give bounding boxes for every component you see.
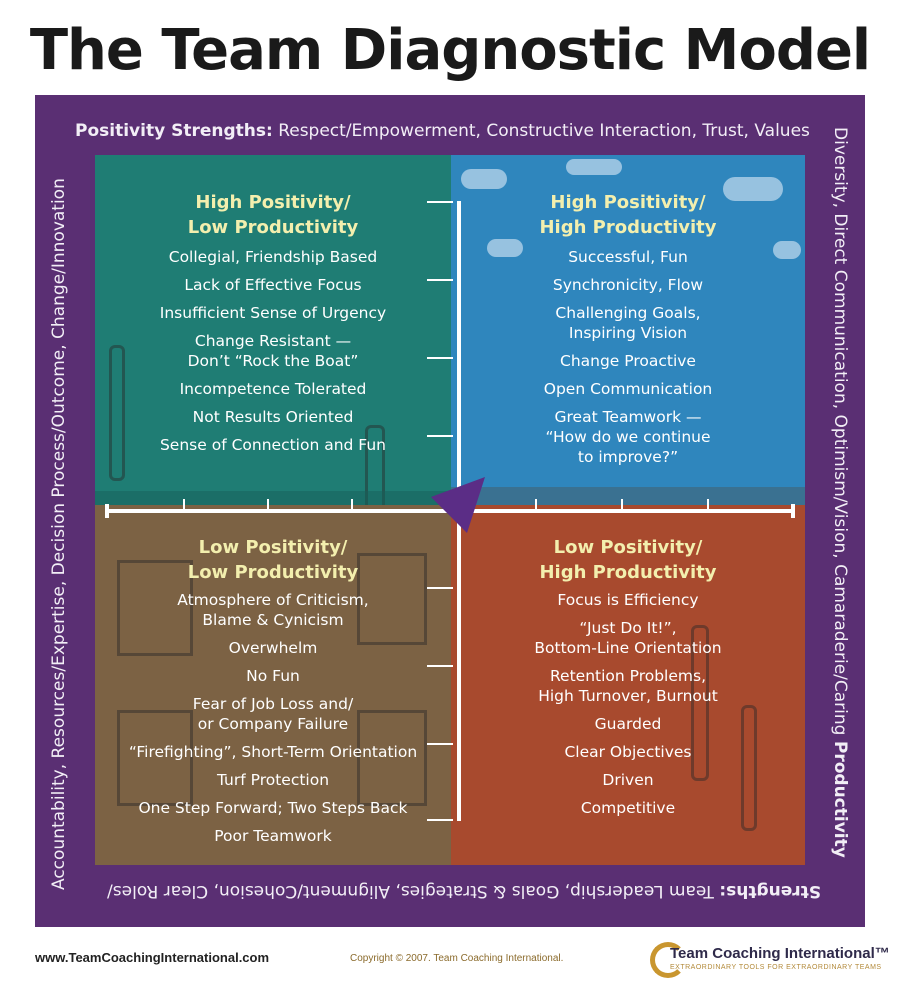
quadrant-item: Collegial, Friendship Based (168, 248, 378, 266)
axis-end-cap (791, 504, 795, 518)
axis-tick (427, 743, 453, 745)
axis-tick (427, 819, 453, 821)
quadrant-item: Competitive (580, 799, 676, 817)
quadrant-high-positivity-low-productivity: High Positivity/ Low Productivity Colleg… (95, 155, 451, 511)
window-frame-illustration (117, 560, 193, 656)
quadrant-item: Don’t “Rock the Boat” (187, 352, 359, 370)
edge-top-heading: Positivity Strengths: (75, 121, 273, 141)
quadrant-heading-line1: High Positivity/ (195, 192, 351, 213)
quadrant-item: Open Communication (543, 380, 713, 398)
axis-tick (427, 201, 453, 203)
cloud-shape (566, 159, 622, 175)
edge-label-top: Positivity Strengths: Respect/Empowermen… (75, 121, 810, 141)
quadrant-item: Change Proactive (560, 352, 696, 370)
quadrant-item: Challenging Goals, (555, 304, 701, 322)
axis-tick (427, 357, 453, 359)
logo-mark-icon (650, 942, 686, 978)
quadrant-item: Focus is Efficiency (557, 591, 699, 609)
quadrant-item: to improve?” (577, 448, 679, 466)
quadrant-heading-line1: High Positivity/ (550, 192, 706, 213)
axis-tick (427, 279, 453, 281)
quadrant-item: “How do we continue (545, 428, 711, 446)
quadrant-low-positivity-high-productivity: Low Positivity/ High Productivity Focus … (451, 505, 805, 865)
edge-left-text: Accountability, Resources/Expertise, Dec… (49, 178, 69, 890)
edge-bottom-text: Team Leadership, Goals & Strategies, Ali… (107, 881, 714, 901)
axis-tick (427, 587, 453, 589)
window-frame-illustration (357, 553, 427, 645)
quadrant-item: Incompetence Tolerated (179, 380, 367, 398)
edge-right-heading: Productivity (830, 740, 850, 858)
edge-label-bottom: Strengths: Team Leadership, Goals & Stra… (107, 881, 821, 901)
axis-tick (535, 499, 537, 513)
company-logo: Team Coaching International™ EXTRAORDINA… (650, 940, 890, 980)
quadrant-item: High Turnover, Burnout (538, 687, 718, 705)
logo-tagline: EXTRAORDINARY TOOLS FOR EXTRAORDINARY TE… (670, 964, 882, 971)
quadrant-item: Bottom-Line Orientation (534, 639, 722, 657)
quadrant-item: Synchronicity, Flow (552, 276, 704, 294)
quadrant-item: “Firefighting”, Short-Term Orientation (128, 743, 418, 761)
figure-illustration (691, 625, 709, 781)
window-frame-illustration (117, 710, 193, 806)
axis-tick (351, 499, 353, 513)
axis-end-cap (105, 504, 109, 518)
quadrant-item: Great Teamwork — (554, 408, 702, 426)
quadrant-heading-line2: High Productivity (539, 562, 717, 583)
quadrant-high-positivity-high-productivity: High Positivity/ High Productivity Succe… (451, 155, 805, 505)
quadrant-item: Retention Problems, (549, 667, 707, 685)
quadrant-item: Poor Teamwork (214, 827, 332, 845)
axis-tick (427, 665, 453, 667)
edge-bottom-heading: Strengths: (719, 881, 821, 901)
quadrant-item: Blame & Cynicism (202, 611, 344, 629)
axis-tick (707, 499, 709, 513)
cloud-shape (773, 241, 801, 259)
diagram-frame: Positivity Strengths: Respect/Empowermen… (35, 95, 865, 927)
cloud-shape (487, 239, 523, 257)
center-arrow-shape (431, 477, 485, 533)
quadrant-item: Sense of Connection and Fun (159, 436, 387, 454)
quadrant-item: or Company Failure (197, 715, 349, 733)
quadrant-heading-line2: High Productivity (539, 217, 717, 238)
quadrant-item: Fear of Job Loss and/ (192, 695, 354, 713)
quadrant-item: Change Resistant — (194, 332, 352, 350)
quadrant-item: One Step Forward; Two Steps Back (138, 799, 408, 817)
cloud-shape (723, 177, 783, 201)
logo-name: Team Coaching International™ (670, 945, 890, 962)
figure-illustration (741, 705, 757, 831)
quadrant-heading-line1: Low Positivity/ (553, 537, 703, 558)
quadrant-item: Successful, Fun (568, 248, 688, 266)
edge-right-text: Diversity, Direct Communication, Optimis… (830, 127, 850, 736)
edge-label-right: Diversity, Direct Communication, Optimis… (830, 127, 850, 858)
edge-top-text: Respect/Empowerment, Constructive Intera… (278, 121, 810, 141)
quadrant-item: No Fun (246, 667, 300, 685)
quadrant-heading-line2: Low Productivity (187, 217, 359, 238)
quadrant-item: Inspiring Vision (568, 324, 688, 342)
quadrant-item: Overwhelm (228, 639, 318, 657)
quadrant-item: Clear Objectives (564, 743, 692, 761)
axis-tick (427, 435, 453, 437)
quadrant-low-positivity-low-productivity: Low Positivity/ Low Productivity Atmosph… (95, 505, 451, 865)
quadrant-item: Atmosphere of Criticism, (177, 591, 369, 609)
quadrant-item: Driven (602, 771, 654, 789)
footer-copyright: Copyright © 2007. Team Coaching Internat… (350, 953, 564, 964)
cloud-shape (461, 169, 507, 189)
axis-tick (183, 499, 185, 513)
quadrant-item: Not Results Oriented (192, 408, 354, 426)
page-title: The Team Diagnostic Model (29, 18, 871, 83)
center-arrow-icon (431, 477, 485, 533)
quadrant-item: Turf Protection (216, 771, 330, 789)
quadrant-item: Insufficient Sense of Urgency (159, 304, 387, 322)
quadrant-heading-line2: Low Productivity (187, 562, 359, 583)
figure-illustration (109, 345, 125, 481)
edge-label-left: Accountability, Resources/Expertise, Dec… (49, 178, 69, 890)
quadrant-item: “Just Do It!”, (579, 619, 677, 637)
axis-tick (621, 499, 623, 513)
footer-url[interactable]: www.TeamCoachingInternational.com (35, 950, 270, 965)
quadrant-item: Lack of Effective Focus (184, 276, 362, 294)
axis-tick (267, 499, 269, 513)
window-frame-illustration (357, 710, 427, 806)
quadrant-heading-line1: Low Positivity/ (198, 537, 348, 558)
quadrant-item: Guarded (594, 715, 662, 733)
